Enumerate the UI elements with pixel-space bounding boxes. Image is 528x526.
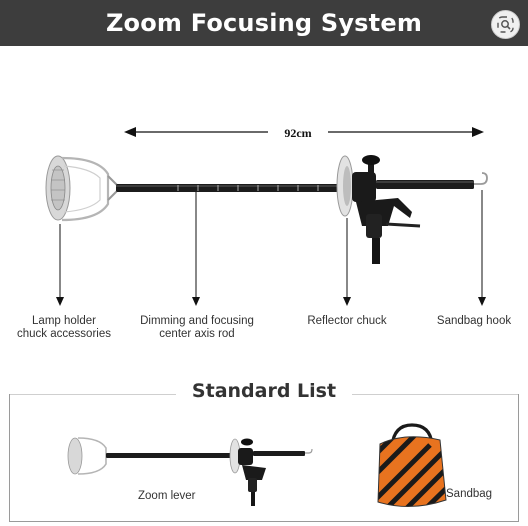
lens-search-button[interactable] [491, 10, 520, 39]
standard-list-title: Standard List [176, 380, 352, 402]
callout-axis-rod: Dimming and focusing center axis rod [130, 315, 264, 341]
callout-line: Reflector chuck [307, 315, 387, 327]
callout-line: Sandbag hook [436, 315, 512, 327]
section-divider-right [350, 394, 519, 395]
standard-list-illustrations [67, 423, 447, 508]
dimension-label: 92cm [268, 126, 328, 141]
callout-reflector-chuck: Reflector chuck [296, 315, 398, 328]
sandbag-image [377, 423, 447, 508]
standard-list-box [9, 394, 519, 522]
section-divider-left [9, 394, 177, 395]
zoom-lever-image [67, 437, 313, 506]
sandbag-hook-arm [376, 172, 488, 189]
callout-line: Dimming and focusing [140, 315, 254, 327]
standard-item-sandbag: Sandbag [446, 488, 493, 500]
standard-item-zoom-lever: Zoom lever [138, 490, 196, 502]
callout-line: Lamp holder [32, 315, 96, 327]
header-bar: Zoom Focusing System [0, 0, 528, 46]
page-title: Zoom Focusing System [105, 9, 423, 37]
reflector-chuck [336, 155, 421, 264]
image-search-icon [497, 16, 514, 33]
center-axis-rod [116, 184, 344, 192]
callout-arrows [56, 190, 486, 306]
lamp-holder-cage [45, 155, 119, 222]
callout-sandbag-hook: Sandbag hook [426, 315, 522, 328]
product-diagram [45, 127, 488, 306]
callout-lamp-holder: Lamp holder chuck accessories [4, 315, 124, 341]
callout-line: center axis rod [159, 328, 235, 340]
callout-line: chuck accessories [17, 328, 111, 340]
